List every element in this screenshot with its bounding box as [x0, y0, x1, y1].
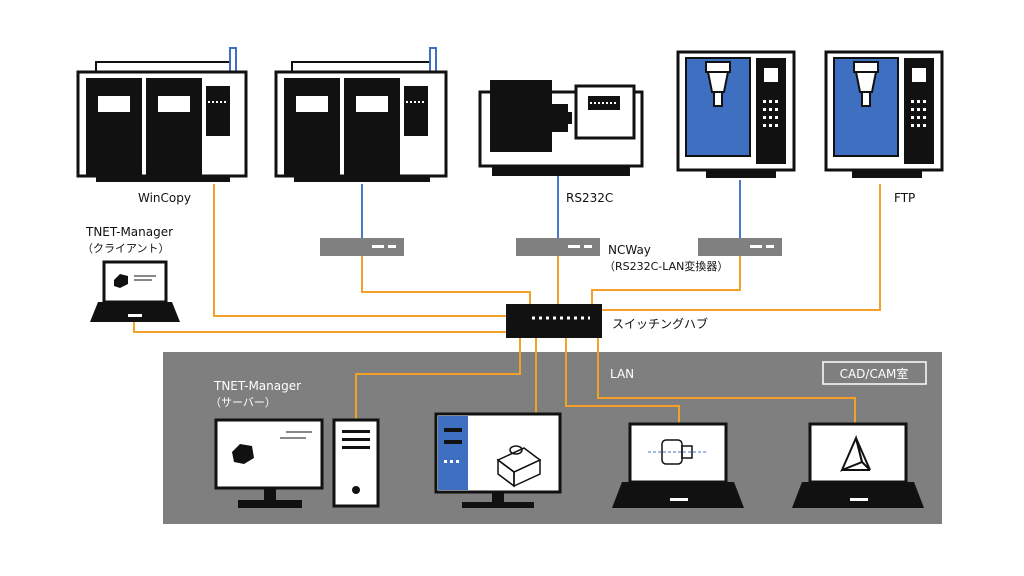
ftp-label: FTP: [894, 191, 915, 205]
lan-label: LAN: [610, 367, 634, 381]
machine-tool-icon: [76, 47, 248, 182]
rs232c-label: RS232C: [566, 191, 613, 205]
converter-icon: [320, 238, 404, 256]
machine-tool-icon: [274, 47, 448, 182]
client-title-label: TNET-Manager: [85, 225, 173, 239]
ncway-sublabel: （RS232C-LAN変換器）: [604, 259, 728, 273]
cad-cam-room-badge: [822, 361, 927, 385]
converter-icon: [698, 238, 782, 256]
lan-wires: [133, 184, 881, 424]
machining-center-icon: [824, 50, 944, 178]
serial-wires: [361, 176, 741, 238]
server-title-label: TNET-Manager: [213, 379, 301, 393]
laptop-icon: [792, 422, 924, 508]
machining-center-icon: [676, 50, 796, 178]
client-sub-label: （クライアント）: [82, 242, 170, 255]
laptop-icon: [90, 260, 180, 322]
switching-hub-icon: [506, 304, 602, 338]
laptop-icon: [612, 422, 744, 508]
cad-cam-room-label: CAD/CAM室: [840, 366, 909, 381]
server-sub-label: （サーバー）: [210, 396, 276, 409]
monitor-icon: [434, 412, 562, 508]
ncway-label: NCWay: [608, 243, 651, 257]
desktop-pc-icon: [214, 418, 380, 508]
wincopy-label: WinCopy: [138, 191, 191, 205]
converter-icon: [516, 238, 600, 256]
lathe-icon: [478, 80, 644, 176]
switch-hub-label: スイッチングハブ: [612, 316, 708, 331]
